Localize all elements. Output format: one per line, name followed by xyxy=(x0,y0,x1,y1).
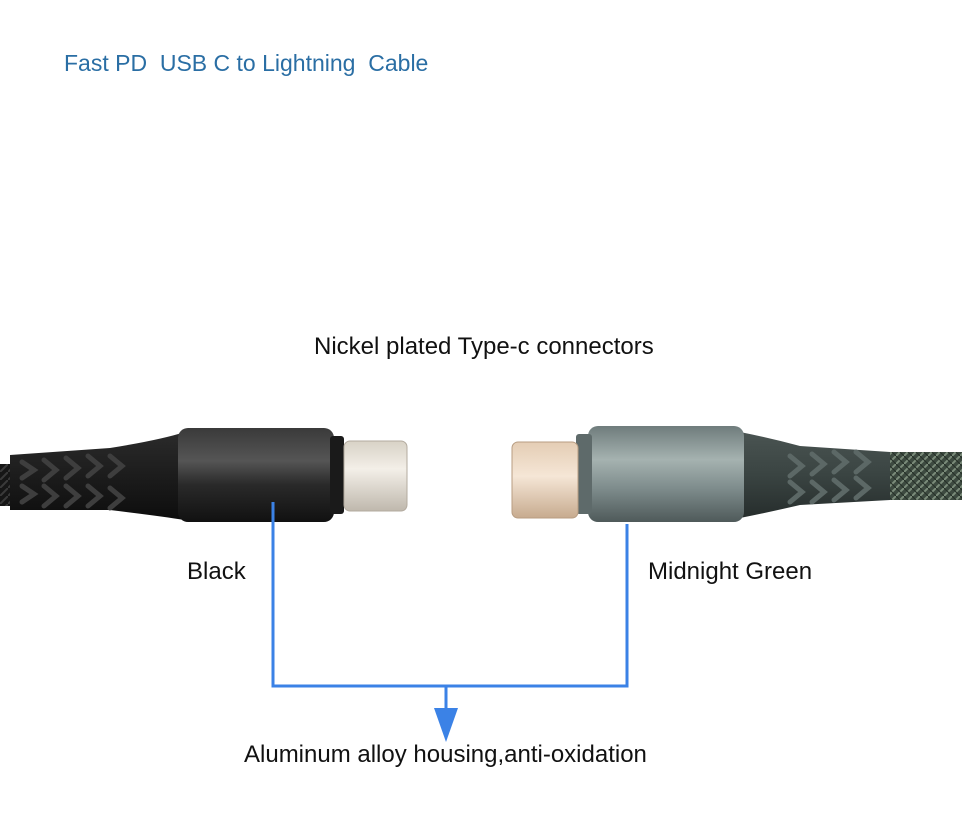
housing-label: Aluminum alloy housing,anti-oxidation xyxy=(244,741,647,768)
page-title: Fast PD USB C to Lightning Cable xyxy=(64,50,429,76)
connectors-label: Nickel plated Type-c connectors xyxy=(314,333,654,360)
callout-arrow xyxy=(271,502,629,712)
black-cable xyxy=(0,428,408,522)
black-variant-label: Black xyxy=(187,558,246,585)
green-variant-label: Midnight Green xyxy=(648,558,813,585)
green-cable xyxy=(511,426,962,522)
arrow-head xyxy=(434,708,458,742)
